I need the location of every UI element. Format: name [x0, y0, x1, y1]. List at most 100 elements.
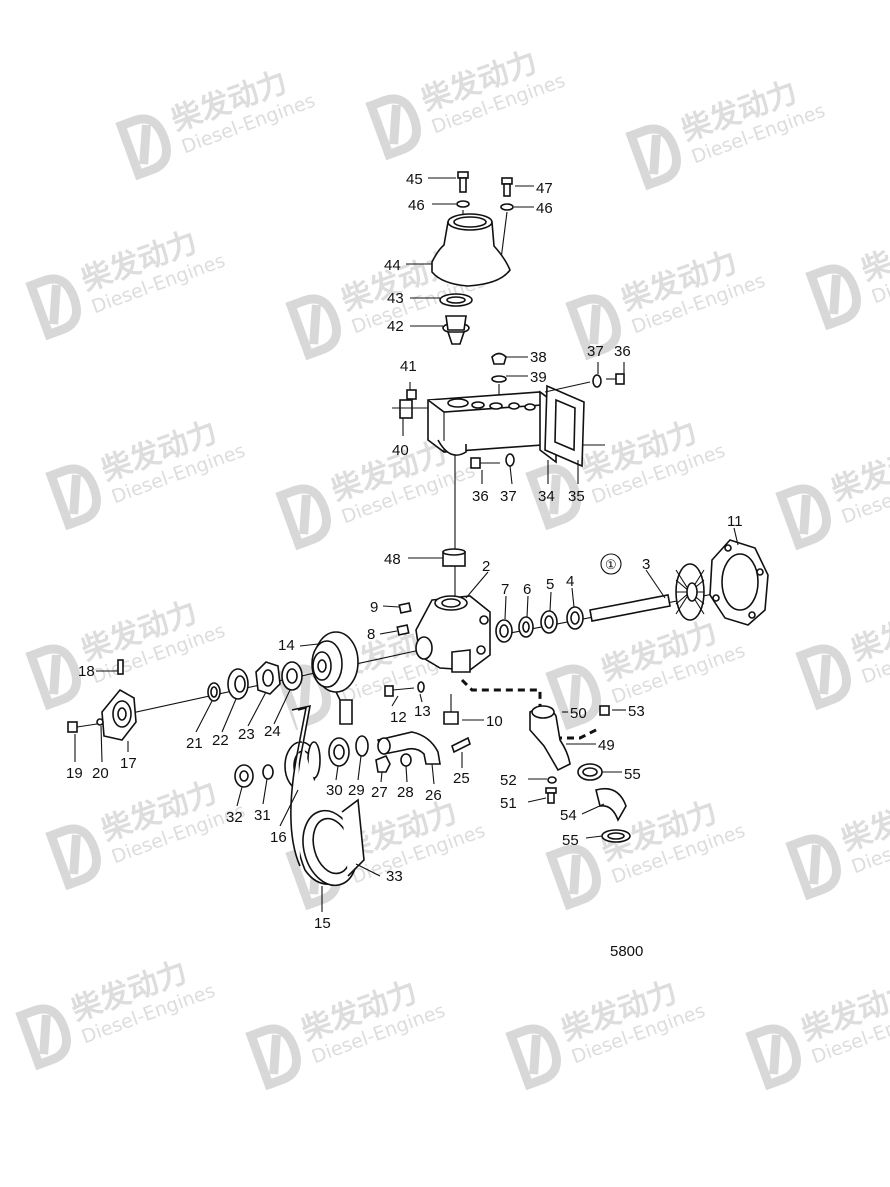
watermark-logo-icon: [15, 1004, 71, 1071]
watermark-logo-icon: [625, 124, 681, 191]
label-54: 54: [560, 807, 577, 824]
thermostat-42: [442, 315, 470, 345]
label-43: 43: [387, 290, 404, 307]
leader-lines: [74, 177, 739, 912]
watermark-logo-icon: [365, 94, 421, 161]
label-38: 38: [530, 349, 547, 366]
label-9: 9: [370, 599, 378, 616]
label-45: 45: [406, 171, 423, 188]
watermark-logo-icon: [275, 484, 331, 551]
bolt-36-bottom: [470, 457, 500, 469]
label-17: 17: [120, 755, 137, 772]
label-33: 33: [386, 868, 403, 885]
label-55-lower: 55: [562, 832, 579, 849]
watermark-logo-icon: [545, 844, 601, 911]
washer-46-right: [500, 203, 514, 211]
label-21: 21: [186, 735, 203, 752]
label-48: 48: [384, 551, 401, 568]
bolt-36-top: [606, 373, 625, 385]
label-2: 2: [482, 558, 490, 575]
seal-5: [540, 610, 558, 634]
parts-drawing: [67, 171, 769, 912]
sleeve-48: [442, 548, 466, 567]
bearing-22: [227, 668, 249, 700]
label-31: 31: [254, 807, 271, 824]
bolt-51: [545, 787, 557, 804]
plug-9: [398, 602, 412, 614]
circlip-21: [207, 682, 221, 702]
label-3: 3: [642, 556, 650, 573]
bracket-26: [376, 731, 441, 765]
label-29: 29: [348, 782, 365, 799]
shaft-impeller-3: [589, 563, 705, 622]
watermark-logo-icon: [775, 484, 831, 551]
label-11: 11: [727, 513, 743, 530]
washer-39: [491, 375, 507, 383]
label-15: 15: [314, 915, 331, 932]
watermark-logo-icon: [505, 1024, 561, 1091]
callout-circle: [600, 553, 622, 575]
label-32: 32: [226, 809, 243, 826]
watermark-logo-icon: [795, 644, 851, 711]
label-28: 28: [397, 784, 414, 801]
label-51: 51: [500, 795, 517, 812]
label-40: 40: [392, 442, 409, 459]
plug-53: [599, 705, 610, 716]
washer-13: [417, 681, 425, 693]
label-16: 16: [270, 829, 287, 846]
washer-31: [262, 764, 274, 780]
label-1-circled: ①: [605, 557, 617, 572]
label-5: 5: [546, 576, 554, 593]
label-26: 26: [425, 787, 442, 804]
thermostat-cover-44: [431, 213, 511, 287]
label-25: 25: [453, 770, 470, 787]
watermark-logo-icon: [545, 664, 601, 731]
label-10: 10: [486, 713, 503, 730]
gasket-35: [544, 384, 585, 468]
label-55-upper: 55: [624, 766, 641, 783]
label-6: 6: [523, 581, 531, 598]
label-37-bottom: 37: [500, 488, 517, 505]
label-46-left: 46: [408, 197, 425, 214]
label-18: 18: [78, 663, 95, 680]
label-30: 30: [326, 782, 343, 799]
watermark-logo-icon: [525, 464, 581, 531]
plug-8: [396, 624, 410, 636]
watermark-logo-icon: [565, 294, 621, 361]
label-37-top: 37: [587, 343, 604, 360]
seal-4: [566, 606, 584, 630]
label-8: 8: [367, 626, 375, 643]
label-47: 47: [536, 180, 553, 197]
vent-nipple-40: [392, 399, 428, 419]
washer-37-bottom: [505, 453, 515, 467]
label-20: 20: [92, 765, 109, 782]
label-22: 22: [212, 732, 229, 749]
label-14: 14: [278, 637, 295, 654]
label-12: 12: [390, 709, 407, 726]
watermark-logo-icon: [115, 114, 171, 181]
nut-27: [375, 754, 391, 773]
watermark-brand-cn: 柴发动力: [847, 595, 890, 669]
label-50: 50: [570, 705, 587, 722]
hose-clamp-55-upper: [577, 763, 603, 781]
label-23: 23: [238, 726, 255, 743]
bearing-30: [328, 737, 350, 767]
bolt-47: [501, 177, 513, 197]
label-44: 44: [384, 257, 401, 274]
hub-17: [101, 688, 137, 741]
circlip-29: [355, 735, 369, 757]
washer-52: [547, 776, 557, 784]
watermark-logo-icon: [285, 294, 341, 361]
